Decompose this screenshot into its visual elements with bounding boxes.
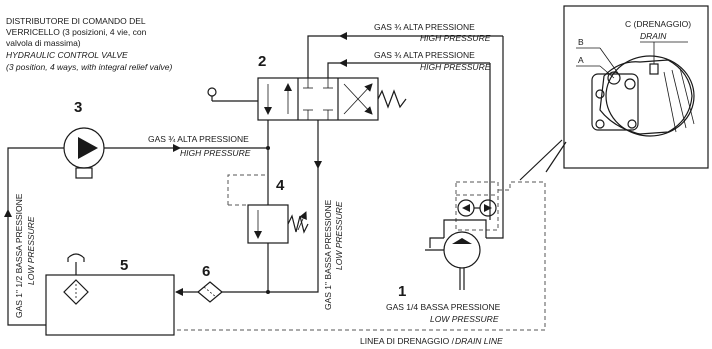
port-c-label-it: C (DRENAGGIO) bbox=[625, 19, 691, 29]
lp-return-label-en: LOW PRESSURE bbox=[334, 201, 344, 270]
hp-top-label-en: HIGH PRESSURE bbox=[420, 33, 491, 43]
port-c-label-en: DRAIN bbox=[640, 31, 667, 41]
hp-top-label-it: GAS ¾ ALTA PRESSIONE bbox=[374, 22, 475, 32]
drain-line-label-it: LINEA DI DRENAGGIO / bbox=[360, 336, 455, 346]
relief-valve: 4 bbox=[227, 148, 309, 294]
lp-left-label-en: LOW PRESSURE bbox=[26, 216, 36, 285]
tank-filter-icon bbox=[63, 279, 89, 305]
high-pressure-line-middle: GAS ¾ ALTA PRESSIONE HIGH PRESSURE bbox=[327, 50, 491, 220]
low-pressure-suction-line: GAS 1" 1/2 BASSA PRESSIONE LOW PRESSURE bbox=[4, 147, 64, 326]
component-number-1: 1 bbox=[398, 283, 406, 300]
lp-bottom-label-en: LOW PRESSURE bbox=[430, 314, 499, 324]
hp-pump-label-en: HIGH PRESSURE bbox=[180, 148, 251, 158]
low-pressure-return-line: GAS 1" BASSA PRESSIONE LOW PRESSURE bbox=[268, 120, 344, 310]
valve-note-en-line2: (3 position, 4 ways, with integral relie… bbox=[6, 62, 172, 72]
lp-return-label-it: GAS 1" BASSA PRESSIONE bbox=[323, 199, 333, 310]
high-pressure-line-pump: GAS ¾ ALTA PRESSIONE HIGH PRESSURE bbox=[104, 120, 270, 158]
valve-note-en-line1: HYDRAULIC CONTROL VALVE bbox=[6, 50, 128, 60]
filter-symbol-icon bbox=[197, 281, 223, 303]
valve-note-it-line1: DISTRIBUTORE DI COMANDO DEL bbox=[6, 16, 146, 26]
relief-valve-spring-icon bbox=[287, 214, 309, 234]
hp-mid-label-it: GAS ¾ ALTA PRESSIONE bbox=[374, 50, 475, 60]
return-filter: 6 bbox=[175, 263, 268, 303]
valve-lever-knob-icon bbox=[207, 87, 217, 97]
valve-note: DISTRIBUTORE DI COMANDO DEL VERRICELLO (… bbox=[6, 16, 172, 72]
tank-body bbox=[45, 274, 175, 336]
valve-spring-icon bbox=[377, 89, 407, 109]
valve-note-it-line2: VERRICELLO (3 posizioni, 4 vie, con bbox=[6, 27, 147, 37]
lp-bottom-label-it: GAS 1/4 BASSA PRESSIONE bbox=[386, 302, 501, 312]
motor-detail-frame bbox=[563, 5, 709, 169]
valve-note-it-line3: valvola di massima) bbox=[6, 38, 81, 48]
port-b-label: B bbox=[578, 37, 584, 47]
valve-body bbox=[257, 77, 379, 121]
component-number-2: 2 bbox=[258, 53, 266, 70]
lp-left-label-it: GAS 1" 1/2 BASSA PRESSIONE bbox=[14, 193, 24, 318]
drain-line: GAS 1/4 BASSA PRESSIONE LOW PRESSURE LIN… bbox=[176, 181, 546, 346]
hp-mid-label-en: HIGH PRESSURE bbox=[420, 62, 491, 72]
oil-tank: 5 bbox=[45, 253, 175, 336]
hydraulic-motor: 1 bbox=[398, 181, 499, 300]
relief-valve-body bbox=[247, 204, 289, 244]
component-number-3: 3 bbox=[74, 99, 82, 116]
component-number-4: 4 bbox=[276, 177, 285, 194]
high-pressure-line-top: GAS ¾ ALTA PRESSIONE HIGH PRESSURE bbox=[307, 22, 504, 239]
drain-line-label-en: DRAIN LINE bbox=[455, 336, 503, 346]
hp-pump-label-it: GAS ¾ ALTA PRESSIONE bbox=[148, 134, 249, 144]
motor-symbol-icon bbox=[443, 231, 481, 269]
port-a-label: A bbox=[578, 55, 584, 65]
motor-detail-callout: B A C (DRENAGGIO) DRAIN bbox=[519, 5, 709, 181]
component-number-5: 5 bbox=[120, 257, 128, 274]
hydraulic-pump: 3 bbox=[63, 99, 105, 179]
component-number-6: 6 bbox=[202, 263, 210, 280]
